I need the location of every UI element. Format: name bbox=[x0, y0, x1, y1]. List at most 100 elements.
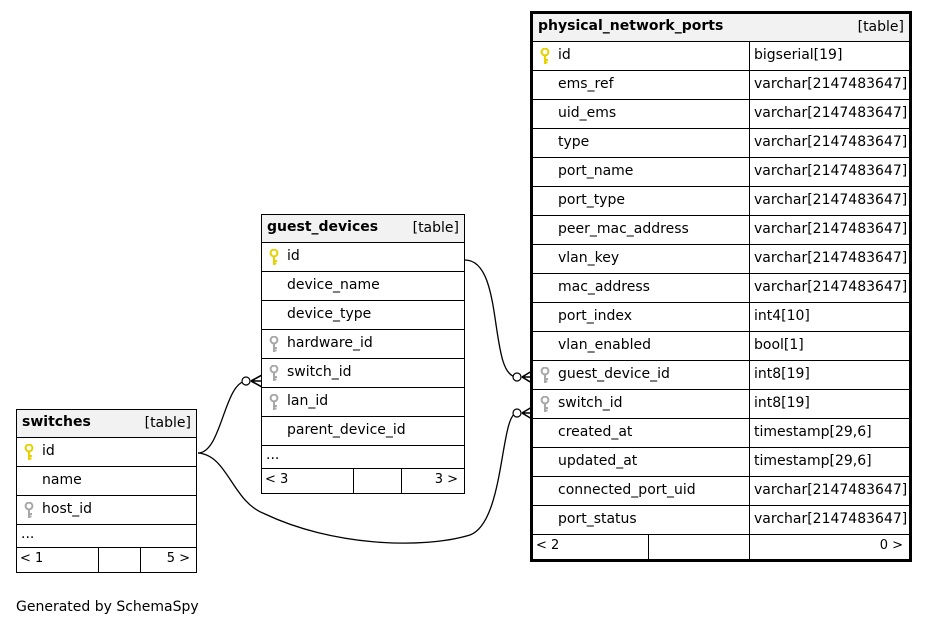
column-name: created_at bbox=[558, 424, 633, 440]
column-name: type bbox=[558, 134, 590, 150]
column-row[interactable]: updated_at timestamp[29,6] bbox=[533, 448, 909, 477]
parents-count[interactable]: < 3 bbox=[265, 472, 289, 487]
column-row[interactable]: switch_id bbox=[262, 359, 464, 388]
relationship-switches-guest-devices bbox=[197, 380, 248, 454]
column-name: guest_device_id bbox=[558, 366, 670, 382]
foreign-key-icon bbox=[24, 501, 34, 519]
column-name: id bbox=[558, 47, 571, 63]
table-name: guest_devices bbox=[267, 219, 379, 235]
optional-circle bbox=[512, 408, 522, 418]
column-row[interactable]: port_status varchar[2147483647] bbox=[533, 506, 909, 535]
column-name: port_name bbox=[558, 163, 634, 179]
column-name: hardware_id bbox=[287, 335, 373, 351]
footer-divider bbox=[140, 548, 141, 572]
column-type: int4[10] bbox=[749, 303, 909, 331]
children-count[interactable]: 3 > bbox=[434, 472, 458, 487]
column-list: id name host_id bbox=[17, 438, 196, 525]
column-name: port_type bbox=[558, 192, 625, 208]
column-name: device_name bbox=[287, 277, 380, 293]
table-header: physical_network_ports [table] bbox=[533, 14, 909, 42]
column-row[interactable]: host_id bbox=[17, 496, 196, 525]
table-header: switches [table] bbox=[17, 410, 196, 438]
column-type: varchar[2147483647] bbox=[749, 506, 909, 534]
foreign-key-icon bbox=[540, 395, 550, 413]
column-name: name bbox=[42, 472, 82, 488]
column-row[interactable]: name bbox=[17, 467, 196, 496]
table-name: physical_network_ports bbox=[538, 18, 724, 34]
column-name: id bbox=[287, 248, 300, 264]
column-name: vlan_enabled bbox=[558, 337, 651, 353]
more-columns-row: ... bbox=[17, 525, 196, 548]
generated-by-label: Generated by SchemaSpy bbox=[16, 599, 199, 615]
children-count[interactable]: 0 > bbox=[879, 538, 903, 553]
column-type: timestamp[29,6] bbox=[749, 448, 909, 476]
column-row[interactable]: port_type varchar[2147483647] bbox=[533, 187, 909, 216]
column-name: mac_address bbox=[558, 279, 650, 295]
table-footer: < 1 5 > bbox=[17, 548, 196, 572]
table-footer: < 3 3 > bbox=[262, 469, 464, 493]
column-row[interactable]: port_index int4[10] bbox=[533, 303, 909, 332]
parents-count[interactable]: < 2 bbox=[536, 538, 560, 553]
crowfoot-marker bbox=[250, 374, 263, 388]
column-name: device_type bbox=[287, 306, 372, 322]
more-columns-row: ... bbox=[262, 446, 464, 469]
optional-circle bbox=[241, 376, 251, 386]
column-type: int8[19] bbox=[749, 390, 909, 418]
primary-key-icon bbox=[269, 248, 279, 266]
column-name: connected_port_uid bbox=[558, 482, 696, 498]
table-switches[interactable]: switches [table] id name host_id ... < 1 5… bbox=[16, 409, 197, 573]
column-type: varchar[2147483647] bbox=[749, 274, 909, 302]
foreign-key-icon bbox=[269, 393, 279, 411]
optional-circle bbox=[512, 372, 522, 382]
table-header: guest_devices [table] bbox=[262, 215, 464, 243]
column-type: varchar[2147483647] bbox=[749, 216, 909, 244]
column-name: parent_device_id bbox=[287, 422, 406, 438]
column-name: vlan_key bbox=[558, 250, 620, 266]
column-row[interactable]: id bbox=[262, 243, 464, 272]
column-row[interactable]: lan_id bbox=[262, 388, 464, 417]
column-name: port_index bbox=[558, 308, 632, 324]
column-row[interactable]: id bbox=[17, 438, 196, 467]
children-count[interactable]: 5 > bbox=[166, 551, 190, 566]
footer-divider bbox=[353, 469, 354, 493]
footer-divider bbox=[749, 535, 750, 559]
column-row[interactable]: parent_device_id bbox=[262, 417, 464, 446]
column-name: ems_ref bbox=[558, 76, 614, 92]
parents-count[interactable]: < 1 bbox=[20, 551, 44, 566]
table-kind: [table] bbox=[412, 220, 459, 236]
column-name: port_status bbox=[558, 511, 637, 527]
relationship-guest-devices-ports bbox=[464, 259, 518, 378]
column-row[interactable]: vlan_enabled bool[1] bbox=[533, 332, 909, 361]
column-row[interactable]: device_type bbox=[262, 301, 464, 330]
column-name: host_id bbox=[42, 501, 92, 517]
column-row[interactable]: mac_address varchar[2147483647] bbox=[533, 274, 909, 303]
column-name: updated_at bbox=[558, 453, 638, 469]
column-row[interactable]: hardware_id bbox=[262, 330, 464, 359]
footer-divider bbox=[401, 469, 402, 493]
column-row[interactable]: device_name bbox=[262, 272, 464, 301]
column-name: switch_id bbox=[558, 395, 623, 411]
relationship-switches-ports bbox=[197, 412, 518, 544]
column-type: varchar[2147483647] bbox=[749, 187, 909, 215]
column-type: bool[1] bbox=[749, 332, 909, 360]
column-row[interactable]: switch_id int8[19] bbox=[533, 390, 909, 419]
table-footer: < 2 0 > bbox=[533, 535, 909, 559]
footer-divider bbox=[98, 548, 99, 572]
table-kind: [table] bbox=[144, 415, 191, 431]
more-columns: ... bbox=[266, 447, 280, 463]
